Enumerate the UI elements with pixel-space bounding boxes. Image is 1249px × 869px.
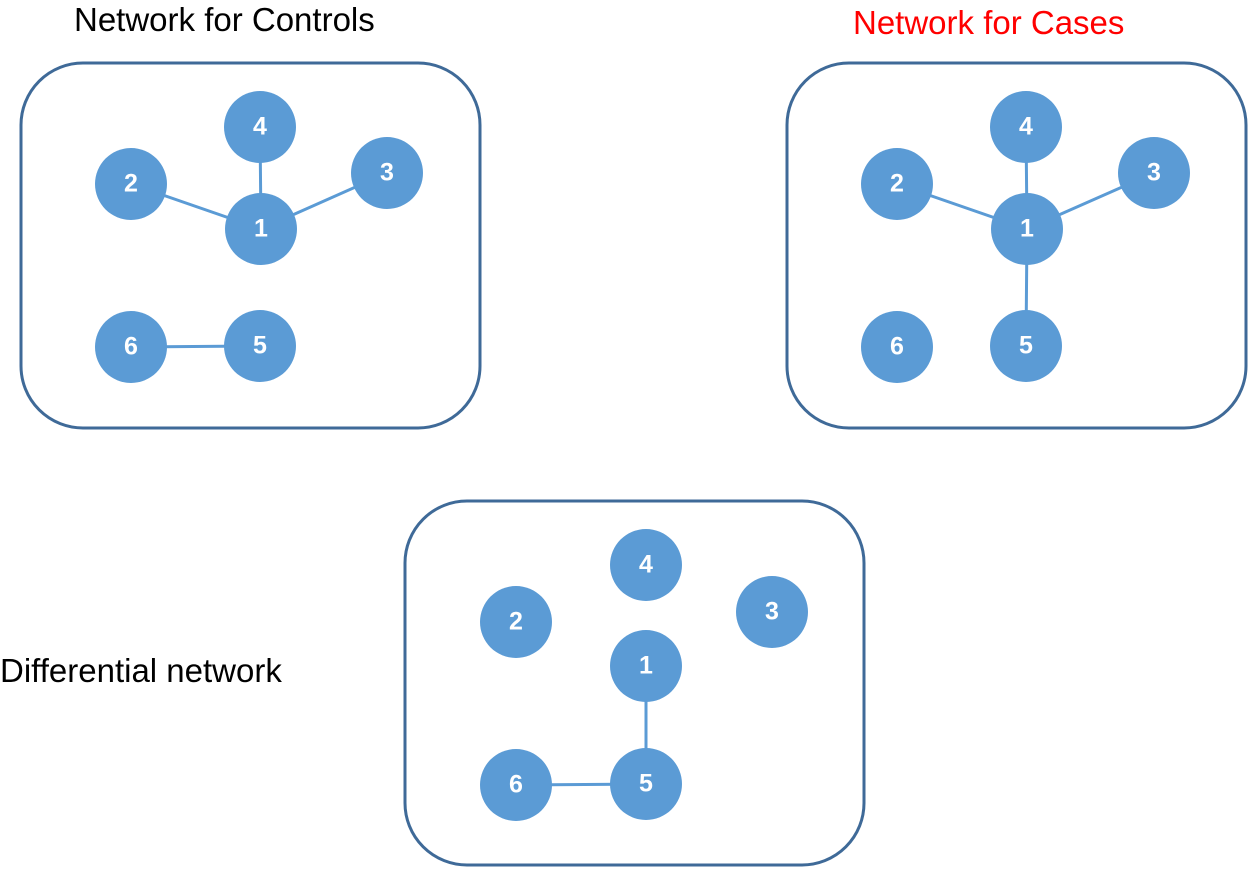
node-circle (480, 749, 552, 821)
node-controls-3: 3 (351, 137, 423, 209)
node-circle (610, 630, 682, 702)
node-circle (1118, 137, 1190, 209)
panel-cases: 1 2 3 4 5 6 (785, 61, 1248, 430)
node-label: 1 (254, 215, 268, 243)
node-cases-3: 3 (1118, 137, 1190, 209)
node-differential-4: 4 (610, 529, 682, 601)
node-controls-4: 4 (224, 91, 296, 163)
title-cases: Network for Cases (853, 4, 1125, 41)
node-label: 3 (765, 598, 779, 626)
node-circle (225, 193, 297, 265)
node-circle (861, 148, 933, 220)
node-cases-5: 5 (990, 310, 1062, 382)
node-label: 1 (1020, 215, 1034, 243)
node-circle (610, 748, 682, 820)
node-circle (351, 137, 423, 209)
node-label: 2 (509, 608, 523, 636)
node-label: 2 (890, 170, 904, 198)
node-controls-5: 5 (224, 310, 296, 382)
title-differential: Differential network (0, 652, 282, 689)
node-circle (95, 148, 167, 220)
node-differential-6: 6 (480, 749, 552, 821)
node-label: 5 (1019, 332, 1033, 360)
node-cases-2: 2 (861, 148, 933, 220)
node-circle (610, 529, 682, 601)
node-controls-6: 6 (95, 311, 167, 383)
node-label: 3 (380, 159, 394, 187)
node-label: 3 (1147, 159, 1161, 187)
node-label: 4 (253, 113, 267, 141)
node-label: 4 (639, 551, 653, 579)
node-label: 6 (124, 333, 138, 361)
node-differential-2: 2 (480, 586, 552, 658)
node-circle (736, 576, 808, 648)
node-circle (224, 310, 296, 382)
node-differential-5: 5 (610, 748, 682, 820)
node-circle (991, 193, 1063, 265)
node-controls-1: 1 (225, 193, 297, 265)
node-label: 5 (639, 770, 653, 798)
node-label: 1 (639, 652, 653, 680)
node-circle (95, 311, 167, 383)
node-label: 4 (1019, 113, 1033, 141)
node-circle (480, 586, 552, 658)
node-circle (990, 310, 1062, 382)
node-circle (861, 311, 933, 383)
node-circle (990, 91, 1062, 163)
node-label: 2 (124, 170, 138, 198)
node-cases-1: 1 (991, 193, 1063, 265)
node-cases-4: 4 (990, 91, 1062, 163)
node-circle (224, 91, 296, 163)
node-differential-1: 1 (610, 630, 682, 702)
node-cases-6: 6 (861, 311, 933, 383)
node-label: 5 (253, 332, 267, 360)
node-label: 6 (890, 333, 904, 361)
node-controls-2: 2 (95, 148, 167, 220)
node-label: 6 (509, 771, 523, 799)
panel-differential: 1 2 3 4 5 6 (403, 499, 866, 867)
node-differential-3: 3 (736, 576, 808, 648)
title-controls: Network for Controls (74, 1, 375, 38)
panel-controls: 1 2 3 4 5 6 (19, 61, 482, 430)
